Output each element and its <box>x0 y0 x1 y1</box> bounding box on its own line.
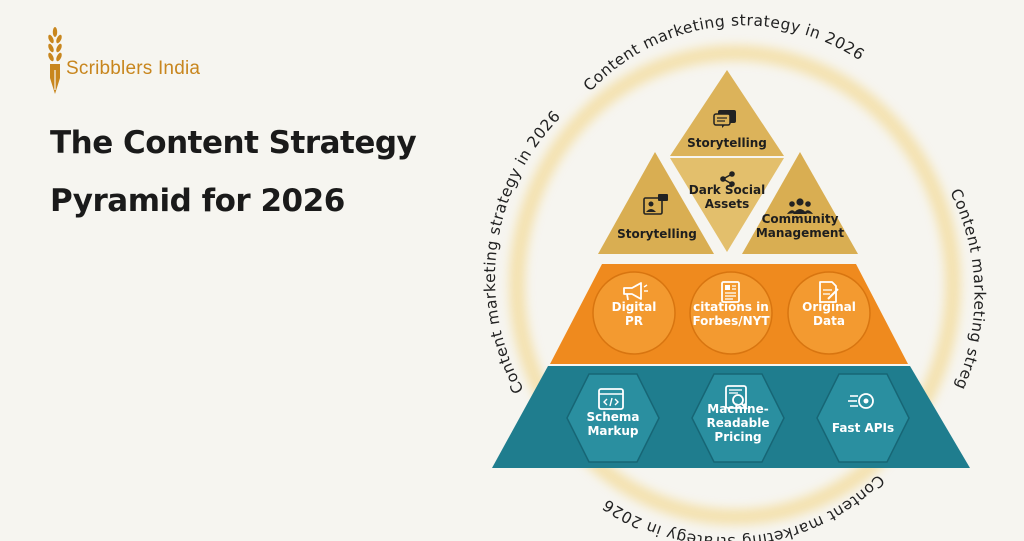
chat-bubbles-icon <box>713 110 736 128</box>
pricing-hexagon <box>691 373 785 463</box>
schema-markup-hexagon <box>566 373 660 463</box>
wheat-pen-icon <box>48 27 62 94</box>
citations-circle <box>689 271 773 355</box>
tier-2-center-triangle <box>670 158 784 252</box>
share-icon <box>720 171 735 187</box>
document-edit-icon <box>819 281 839 303</box>
newspaper-icon <box>721 281 740 303</box>
svg-text:Fast APIs: Fast APIs <box>832 421 894 435</box>
page-title: The Content Strategy Pyramid for 2026 <box>50 114 470 230</box>
tier-2-left-label: Storytelling <box>617 227 697 241</box>
brand-name: Scribblers India <box>66 58 201 79</box>
presenter-icon <box>643 194 668 215</box>
original-data-circle <box>787 271 871 355</box>
digital-pr-circle <box>592 271 676 355</box>
fast-apis-hexagon <box>816 373 910 463</box>
fast-apis-label: Fast APIs <box>832 421 894 435</box>
speed-gear-icon <box>848 393 874 409</box>
ring-glow <box>509 45 961 525</box>
title-line-1: The Content Strategy <box>50 125 417 161</box>
megaphone-icon <box>623 282 648 301</box>
group-icon <box>787 198 813 214</box>
brand-logo: Scribblers India <box>44 26 264 96</box>
code-window-icon <box>598 388 624 410</box>
title-line-2: Pyramid for 2026 <box>50 183 345 219</box>
magnifier-doc-icon <box>725 385 748 410</box>
tier-2-left-triangle <box>598 152 714 254</box>
apex-label: Storytelling <box>687 136 767 150</box>
